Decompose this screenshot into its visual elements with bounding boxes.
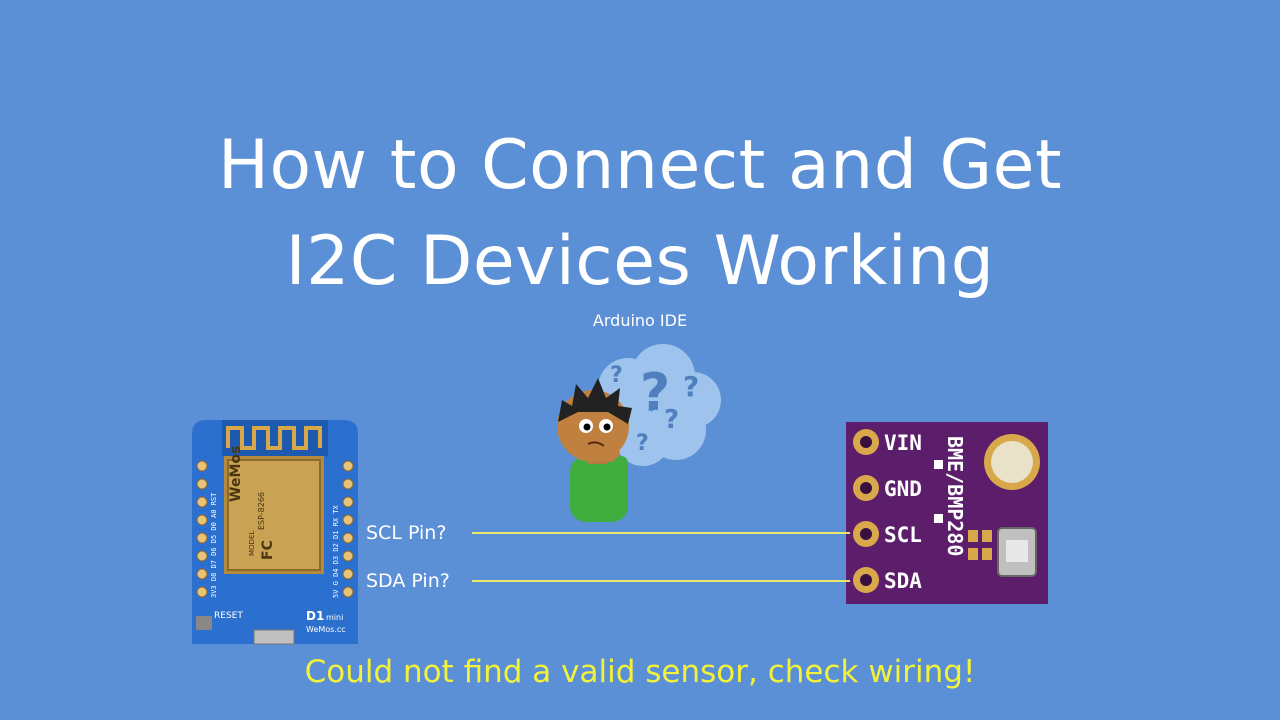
board-suffix-text: mini xyxy=(326,613,343,622)
scl-wire xyxy=(472,532,850,534)
sensor-model-text: BME/BMP280 xyxy=(943,436,967,556)
pin-label-gnd: GND xyxy=(884,477,922,501)
reset-label: RESET xyxy=(214,611,243,621)
usb-port-icon xyxy=(253,629,295,645)
pin-label-sda: SDA xyxy=(884,569,922,593)
svg-text:?: ? xyxy=(664,405,679,435)
bme280-sensor-board: VIN GND SCL SDA BME/BMP280 xyxy=(846,422,1048,604)
thought-cloud-icon: ? ? ? ? ? xyxy=(588,344,721,466)
scl-pin-question: SCL Pin? xyxy=(366,522,447,544)
header-pins-left xyxy=(196,460,208,598)
module-text: ESP-8266 xyxy=(257,492,266,530)
wemos-d1-mini-board: WeMos ESP-8266 MODEL FC 3V3 D8 D7 D6 D5 … xyxy=(192,420,358,645)
error-message: Could not find a valid sensor, check wir… xyxy=(304,654,976,690)
title-line-1: How to Connect and Get xyxy=(217,126,1063,205)
wemos-brand-text: WeMos xyxy=(228,446,244,502)
left-pin-labels: 3V3 D8 D7 D6 D5 D0 A0 RST xyxy=(210,492,218,598)
fcc-logo-text: FC xyxy=(260,540,276,560)
sensor-pin-pads xyxy=(853,429,879,593)
reset-button-icon xyxy=(196,616,212,630)
confused-person-illustration: ? ? ? ? ? xyxy=(557,344,721,522)
model-text: MODEL xyxy=(248,531,256,556)
sda-pin-question: SDA Pin? xyxy=(366,570,450,592)
board-name-text: D1 xyxy=(306,609,324,623)
board-website-text: WeMos.cc xyxy=(306,625,346,634)
title-line-2: I2C Devices Working xyxy=(285,222,995,301)
pin-label-scl: SCL xyxy=(884,523,922,547)
arduino-ide-label: Arduino IDE xyxy=(592,311,688,330)
svg-text:?: ? xyxy=(683,370,699,403)
sda-wire xyxy=(472,580,850,582)
svg-text:?: ? xyxy=(640,363,670,423)
svg-text:?: ? xyxy=(610,363,623,388)
person-icon xyxy=(557,378,632,522)
svg-text:?: ? xyxy=(636,431,649,456)
pin-label-vin: VIN xyxy=(884,431,922,455)
right-pin-labels: 5V G D4 D3 D2 D1 RX TX xyxy=(332,504,340,598)
header-pins-right xyxy=(342,460,354,598)
